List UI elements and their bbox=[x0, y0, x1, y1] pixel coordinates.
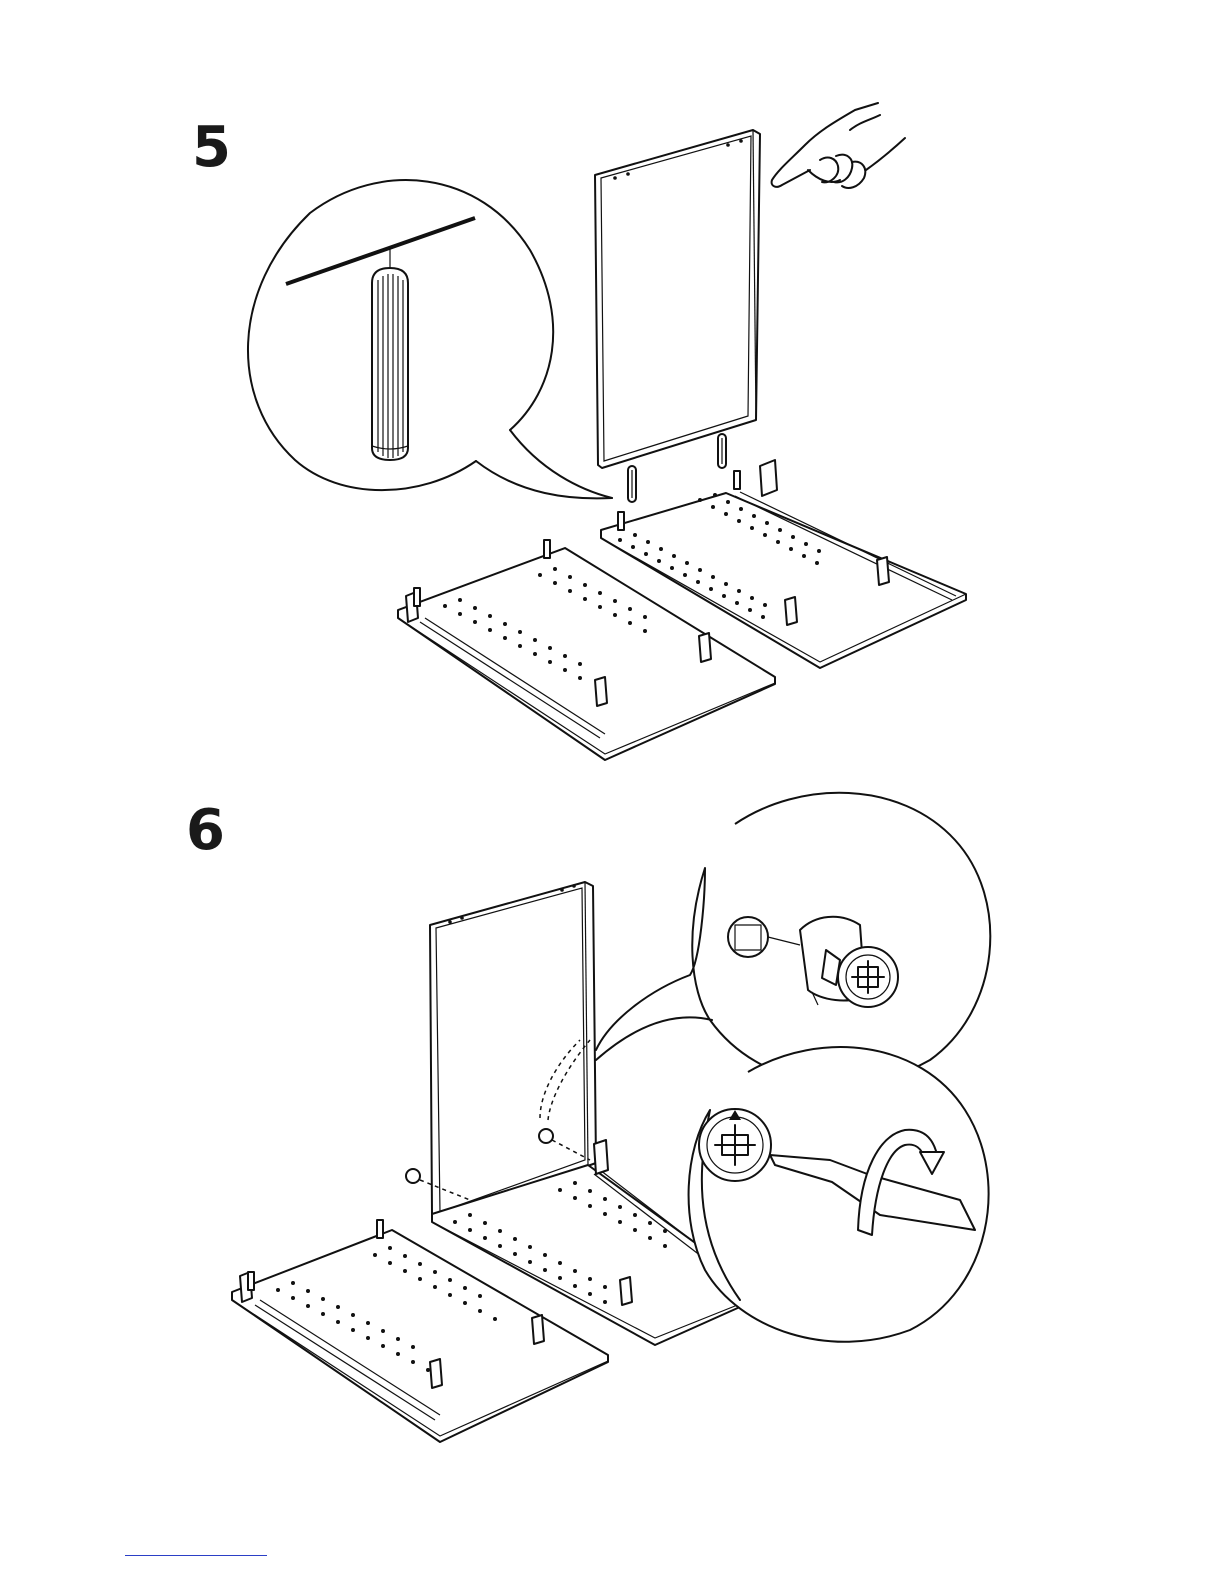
pointing-hand-icon bbox=[772, 103, 905, 188]
bracket bbox=[620, 1277, 632, 1305]
dowel-icon bbox=[372, 268, 408, 460]
bracket bbox=[785, 597, 797, 625]
bracket bbox=[532, 1315, 544, 1344]
bracket bbox=[430, 1359, 442, 1388]
step-5-illustration bbox=[248, 103, 966, 760]
side-panel-upright bbox=[595, 130, 760, 468]
bracket bbox=[760, 460, 777, 496]
side-panel-standing bbox=[430, 882, 596, 1218]
footer-link-underline[interactable] bbox=[125, 1555, 267, 1556]
cam-lock-detail bbox=[596, 793, 990, 1084]
dowel-detail-callout bbox=[248, 180, 612, 498]
bracket bbox=[595, 677, 607, 706]
bracket bbox=[699, 633, 711, 662]
bracket bbox=[877, 557, 889, 585]
step-6-illustration bbox=[232, 793, 990, 1442]
bracket bbox=[594, 1140, 608, 1174]
screwdriver-rotate-detail bbox=[689, 1047, 989, 1342]
cam-head-icon bbox=[699, 1109, 771, 1181]
